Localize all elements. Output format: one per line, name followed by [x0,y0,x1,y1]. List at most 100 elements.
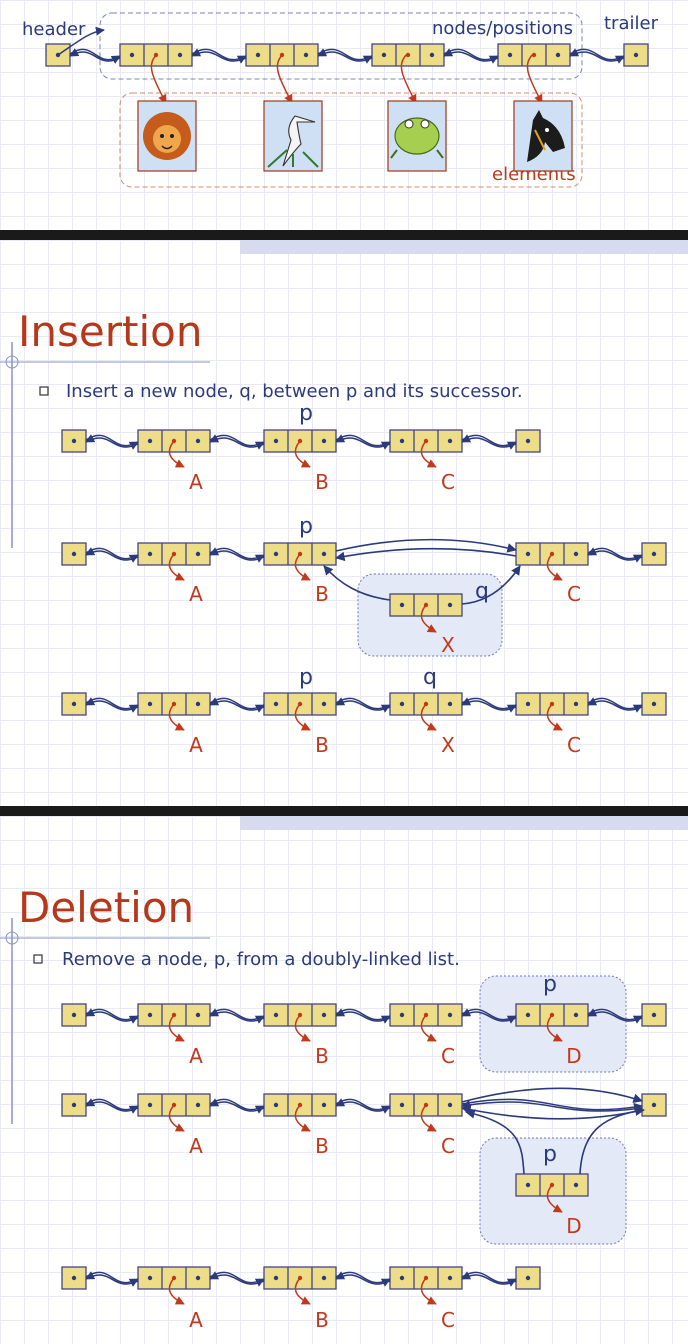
element-label: A [189,1134,203,1158]
pointer-dot [525,438,531,444]
next-link [69,48,121,64]
horse-eye [545,128,549,132]
pointer-dot [525,1012,531,1018]
pointer-dot [147,551,153,557]
element-pointer [546,1014,563,1042]
pointer-dot [447,1012,453,1018]
new-prev-link [323,565,391,601]
pointer-dot [447,701,453,707]
section-divider-accent [240,816,688,830]
pointer-dot [447,1102,453,1108]
prev-link [335,1008,391,1022]
pointer-dot [71,1102,77,1108]
pointer-dot [147,1012,153,1018]
section-divider-accent [240,240,688,254]
prev-link [209,547,265,561]
prev-link [317,48,373,62]
element-label: C [567,582,581,606]
pointer-dot [525,551,531,557]
pointer-dot [321,1012,327,1018]
section-divider [0,806,688,816]
prev-link [461,434,517,448]
prev-link [85,697,139,711]
frog-body [394,117,440,155]
next-link [209,1271,265,1287]
pointer-dot [321,1275,327,1281]
pointer-dot [399,1012,405,1018]
lion-eye [160,134,164,138]
q-label: q [475,579,489,604]
element-pointer [526,54,543,104]
prev-link [209,1008,265,1022]
element-pointer [168,1104,185,1132]
pointer-dot [321,551,327,557]
reeds [267,149,319,168]
element-label: X [441,633,455,657]
pointer-dot [195,1275,201,1281]
elements-group-outline [119,92,583,188]
prev-link [335,1098,391,1112]
element-pointer [294,553,311,581]
pointer-dot [273,1275,279,1281]
element-label: B [315,582,329,606]
icon-frame [513,100,573,172]
pointer-dot [71,438,77,444]
element-label: D [566,1214,581,1238]
p-label: p [299,514,313,539]
element-label: B [315,1044,329,1068]
pointer-dot [195,1102,201,1108]
lion-icon [137,100,197,172]
prev-link [85,1098,139,1112]
frog-legs [390,149,444,159]
prev-link [191,48,247,62]
next-link [335,697,391,713]
pointer-dot [177,52,183,58]
element-pointer [168,1277,185,1305]
pointer-dot [651,1102,657,1108]
removed-prev-link [465,1109,525,1175]
pointer-dot [573,701,579,707]
prev-link [569,48,625,62]
positions-label: nodes/positions [432,18,573,39]
trailer-label: trailer [604,13,659,34]
pointer-dot [195,701,201,707]
next-link [335,1271,391,1287]
element-pointer [546,553,563,581]
pointer-dot [273,701,279,707]
element-label: A [189,1308,203,1332]
pointer-dot [147,701,153,707]
element-pointer [294,1104,311,1132]
pointer-dot [525,701,531,707]
p-label: p [543,1142,557,1167]
next-link [335,538,517,553]
next-link [85,697,139,713]
next-link [85,1008,139,1024]
element-pointer [294,440,311,468]
pointer-dot [447,1275,453,1281]
pointer-dot [573,1182,579,1188]
next-link [461,1271,517,1287]
p-label: p [543,972,557,997]
prev-link [587,547,643,561]
prev-link [209,434,265,448]
element-pointer [276,54,293,104]
pointer-dot [273,438,279,444]
element-pointer [294,1014,311,1042]
pointer-dot [525,1182,531,1188]
pointer-dot [399,701,405,707]
element-label: A [189,470,203,494]
element-pointer [168,1014,185,1042]
pointer-dot [555,52,561,58]
next-link [587,547,643,563]
element-label: C [567,733,581,757]
element-pointer [168,553,185,581]
element-label: A [189,733,203,757]
next-link [209,547,265,563]
element-label: X [441,733,455,757]
pointer-dot [195,551,201,557]
pointer-dot [71,1275,77,1281]
prev-link [335,1271,391,1285]
element-pointer [294,1277,311,1305]
pointer-dot [147,438,153,444]
